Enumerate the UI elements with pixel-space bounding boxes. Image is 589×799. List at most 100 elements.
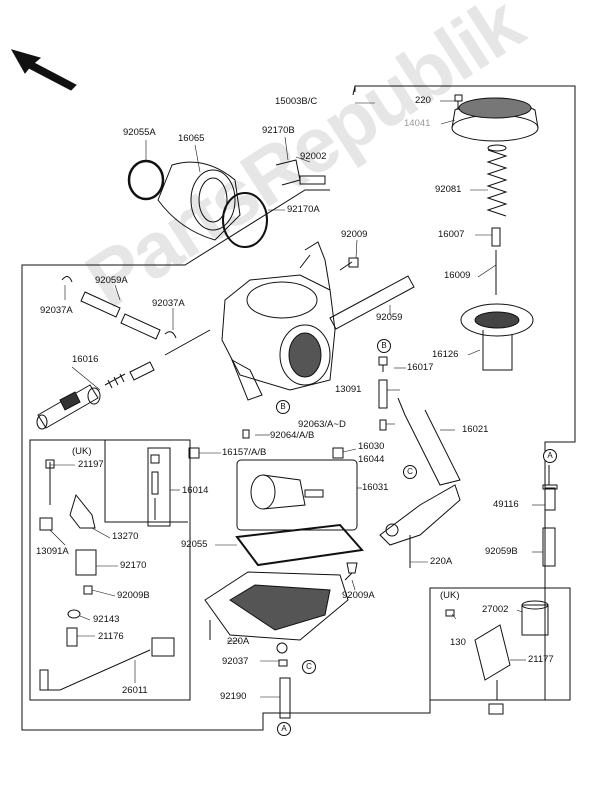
clip-92037A-right	[164, 331, 177, 339]
uk-frame-left	[29, 439, 191, 701]
label-13091: 13091	[335, 384, 362, 395]
callout-c-bottom: C	[302, 660, 316, 674]
screw-92009A	[344, 562, 358, 581]
callout-c-right: C	[403, 465, 417, 479]
direction-arrow-icon	[10, 49, 77, 91]
callout-a-bottom: A	[277, 722, 291, 736]
joint-16031	[250, 474, 324, 510]
label-21176: 21176	[98, 631, 124, 642]
label-92170: 92170	[120, 560, 147, 571]
label-16044: 16044	[358, 454, 385, 465]
label-220A-right: 220A	[430, 556, 453, 567]
choke-16016	[36, 329, 211, 430]
label-92009B: 92009B	[117, 590, 150, 601]
label-92009A: 92009A	[342, 590, 375, 601]
label-92055: 92055	[181, 539, 208, 550]
harness-26011	[39, 637, 175, 691]
module-21177	[474, 624, 511, 715]
rod-13091	[378, 379, 388, 409]
label-14041: 14041	[404, 118, 431, 129]
callout-a-top: A	[543, 449, 557, 463]
label-16031: 16031	[362, 482, 389, 493]
label-21177: 21177	[528, 654, 554, 665]
tube-92190	[279, 677, 291, 719]
label-26011: 26011	[122, 685, 148, 696]
label-92063: 92063/A~D	[298, 419, 346, 430]
leader-lines	[49, 100, 545, 698]
label-16157: 16157/A/B	[222, 447, 267, 458]
label-92190: 92190	[220, 691, 247, 702]
label-92009: 92009	[341, 229, 368, 240]
valve-16017	[378, 356, 388, 372]
label-92002: 92002	[300, 151, 327, 162]
gasket-92055	[235, 523, 364, 567]
callout-b-center: B	[276, 400, 290, 414]
screw-92009B	[83, 585, 93, 595]
label-220: 220	[415, 95, 431, 106]
label-130: 130	[450, 637, 466, 648]
label-uk-left: (UK)	[72, 446, 92, 457]
needle-16014	[150, 454, 160, 520]
oring-92055A	[127, 159, 165, 201]
label-16017: 16017	[407, 362, 434, 373]
spring-92081	[486, 144, 508, 217]
screw-92064	[242, 429, 250, 439]
label-92143: 92143	[93, 614, 120, 625]
bracket-13091A	[39, 517, 53, 531]
float-bowl	[204, 571, 349, 654]
plug-92037	[278, 659, 288, 667]
shaft-92059A	[80, 291, 161, 340]
label-92037A-right: 92037A	[152, 298, 185, 309]
label-92170B: 92170B	[262, 125, 295, 136]
label-21197: 21197	[78, 459, 104, 470]
label-92064: 92064/A/B	[270, 430, 315, 441]
shaft-92059B	[542, 527, 556, 567]
label-92037A-left: 92037A	[40, 305, 73, 316]
label-16014: 16014	[182, 485, 209, 496]
label-uk-right: (UK)	[440, 590, 460, 601]
carburetor-body	[221, 241, 336, 401]
label-92055A: 92055A	[123, 127, 156, 138]
label-220A-bottom: 220A	[227, 636, 250, 647]
label-16030: 16030	[358, 441, 385, 452]
sensor-21197	[45, 459, 55, 505]
needle-holder-16007	[491, 227, 501, 247]
label-27002: 27002	[482, 604, 509, 615]
connector-16030	[332, 447, 344, 459]
washer-92143	[67, 609, 81, 619]
label-15003: 15003B/C	[275, 96, 318, 107]
top-cover-14041	[451, 97, 539, 142]
label-16126: 16126	[432, 349, 459, 360]
screw-92009	[339, 257, 359, 271]
label-16065: 16065	[178, 133, 205, 144]
clamp-92170A	[222, 192, 268, 248]
uk-frame-right	[429, 587, 571, 701]
label-13270: 13270	[112, 531, 139, 542]
throttle-lever-16021	[379, 397, 461, 546]
label-13091A: 13091A	[36, 546, 69, 557]
label-92059A: 92059A	[95, 275, 128, 286]
label-92059B: 92059B	[485, 546, 518, 557]
jet-92063	[379, 419, 387, 431]
label-92037: 92037	[222, 656, 249, 667]
pin-49116	[542, 484, 558, 511]
label-92081: 92081	[435, 184, 462, 195]
label-92059: 92059	[376, 312, 403, 323]
callout-b-right: B	[377, 339, 391, 353]
label-16007: 16007	[438, 229, 465, 240]
clip-92037A-left	[61, 276, 73, 283]
joint-box-16031	[236, 459, 358, 531]
shaft-92059	[329, 275, 415, 330]
clip-92170	[75, 549, 97, 576]
clamp-92170B	[275, 159, 326, 186]
switch-21176	[66, 627, 78, 647]
label-16021: 16021	[462, 424, 489, 435]
diaphragm-16126	[460, 303, 534, 371]
bracket-13270	[69, 493, 96, 529]
bolt-130	[445, 609, 455, 617]
label-16016: 16016	[72, 354, 99, 365]
holder-16065	[157, 161, 241, 241]
label-16009: 16009	[444, 270, 471, 281]
